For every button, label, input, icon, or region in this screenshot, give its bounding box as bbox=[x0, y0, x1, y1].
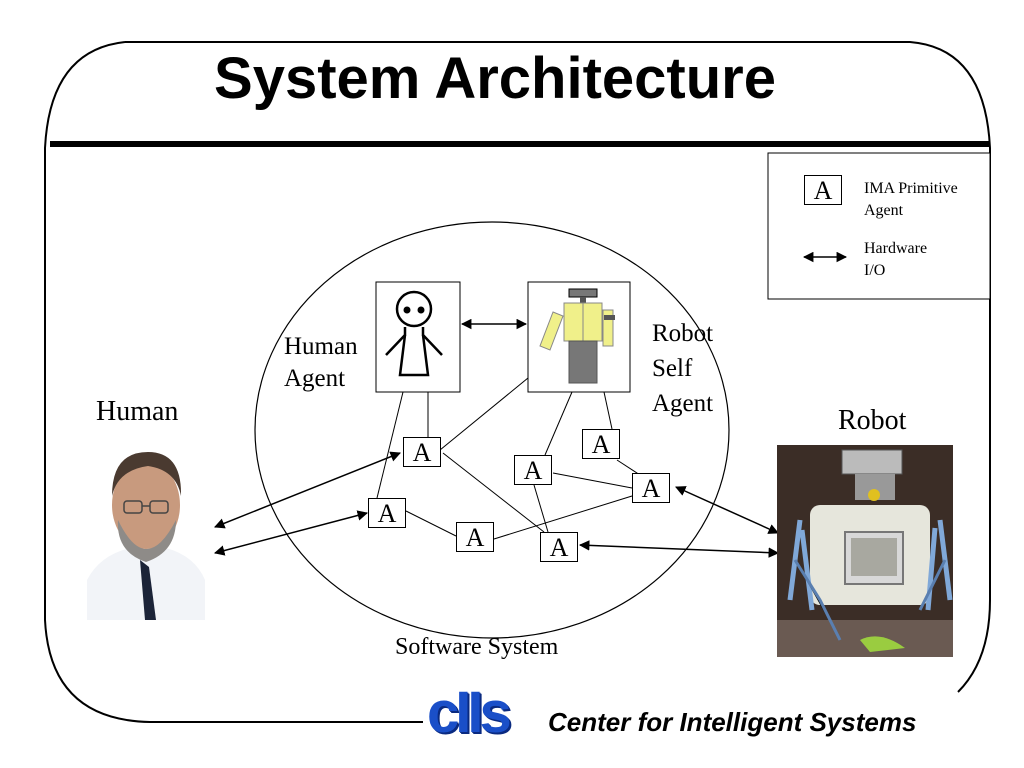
robot-label: Robot bbox=[838, 405, 907, 436]
legend-hardware-label: Hardware I/O bbox=[864, 238, 927, 282]
agent-box: A bbox=[368, 498, 406, 528]
robot-photo bbox=[777, 445, 953, 657]
title-underline bbox=[50, 141, 990, 147]
legend-primitive-line1: IMA Primitive bbox=[864, 180, 958, 197]
human-agent-label-line2: Agent bbox=[284, 365, 346, 392]
legend-primitive-line2: Agent bbox=[864, 202, 904, 219]
software-system-label: Software System bbox=[395, 634, 559, 660]
legend-agent-box: A bbox=[804, 175, 842, 205]
human-agent-label-line1: Human bbox=[284, 333, 358, 360]
agent-box: A bbox=[582, 429, 620, 459]
robot-self-agent-label: Robot Self Agent bbox=[652, 316, 713, 421]
slide-frame-left bbox=[44, 41, 425, 723]
human-agent-icon bbox=[375, 281, 461, 393]
agent-box: A bbox=[540, 532, 578, 562]
robot-self-label-line1: Robot bbox=[652, 320, 714, 347]
agent-connections bbox=[376, 377, 641, 540]
agent-box: A bbox=[514, 455, 552, 485]
robot-self-label-line3: Agent bbox=[652, 390, 714, 417]
page-title: System Architecture bbox=[214, 46, 776, 111]
legend-primitive-label: IMA Primitive Agent bbox=[864, 178, 958, 222]
software-system-ellipse bbox=[254, 221, 730, 639]
robot-self-agent-icon bbox=[527, 281, 631, 393]
logo-text: Center for Intelligent Systems bbox=[548, 707, 917, 737]
cis-logo: cIIs bbox=[423, 684, 512, 742]
legend-hardware-line2: I/O bbox=[864, 262, 886, 279]
agent-box: A bbox=[403, 437, 441, 467]
legend-hardware-line1: Hardware bbox=[864, 240, 928, 257]
hardware-io-arrows bbox=[213, 318, 780, 558]
agent-box: A bbox=[632, 473, 670, 503]
slide-frame bbox=[125, 41, 991, 693]
human-photo bbox=[87, 448, 205, 620]
human-agent-label: Human Agent bbox=[284, 331, 358, 395]
human-label: Human bbox=[96, 396, 179, 427]
robot-self-label-line2: Self bbox=[652, 355, 693, 382]
agent-box: A bbox=[456, 522, 494, 552]
